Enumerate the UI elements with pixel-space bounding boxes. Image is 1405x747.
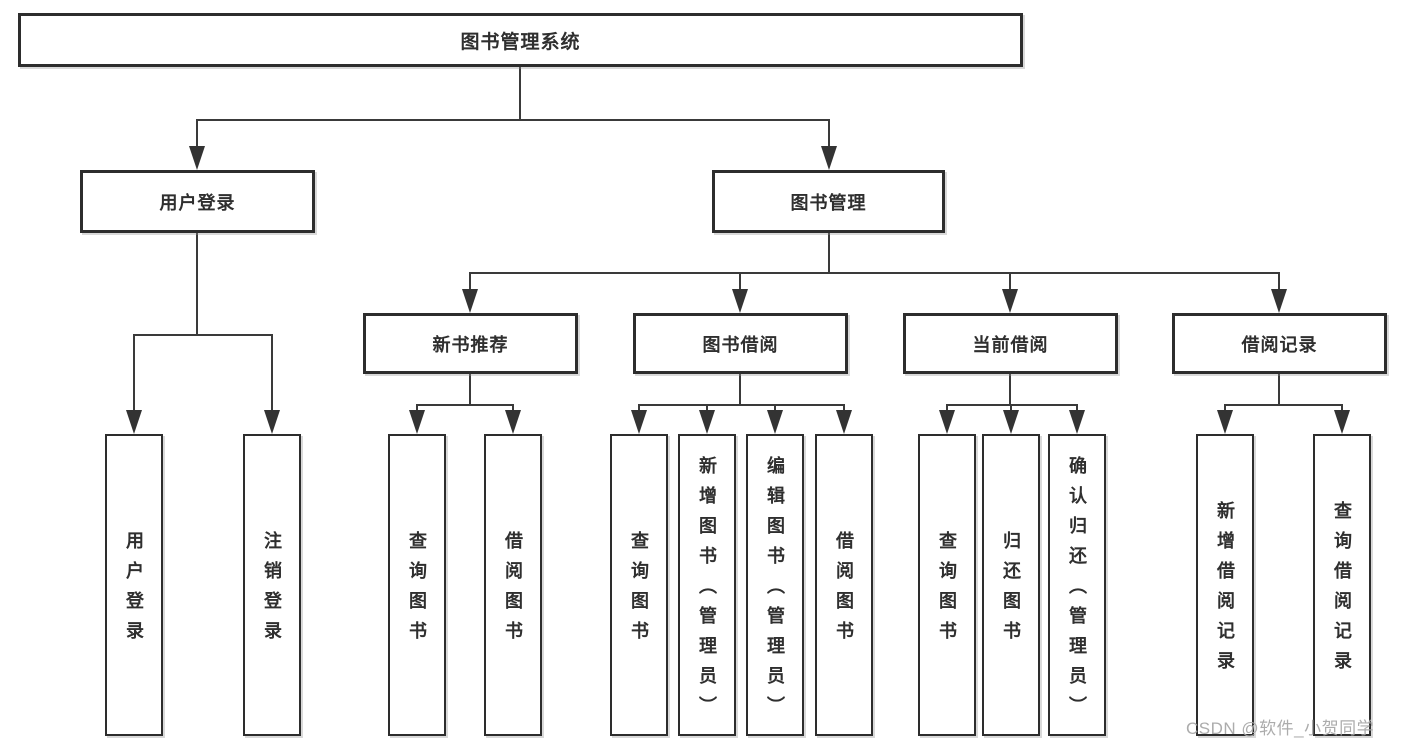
- leaf-bb-edit-books-admin: 编辑图书（管理员）: [746, 434, 804, 736]
- leaf-user-login-label: 用户登录: [124, 531, 144, 651]
- arrowhead-cb-query: [939, 410, 955, 434]
- arrowhead-user-login: [189, 146, 205, 170]
- leaf-br-query-record: 查询借阅记录: [1313, 434, 1371, 736]
- arrowhead-new-book: [462, 289, 478, 313]
- connector-drop-leaf-login: [133, 334, 135, 412]
- connector-level1-bus: [196, 119, 830, 121]
- node-current-borrow: 当前借阅: [903, 313, 1118, 374]
- arrowhead-cb-confirm: [1069, 410, 1085, 434]
- connector-new-book-stem: [469, 374, 471, 406]
- leaf-cb-query-books: 查询图书: [918, 434, 976, 736]
- node-borrow-records: 借阅记录: [1172, 313, 1387, 374]
- leaf-nb-borrow-books-label: 借阅图书: [503, 531, 523, 651]
- leaf-nb-query-books-label: 查询图书: [407, 531, 427, 651]
- connector-root-stem: [519, 67, 521, 120]
- arrowhead-current-borrow: [1002, 289, 1018, 313]
- arrowhead-book-borrow: [732, 289, 748, 313]
- leaf-bb-query-books: 查询图书: [610, 434, 668, 736]
- arrowhead-bb-add: [699, 410, 715, 434]
- node-user-login-label: 用户登录: [159, 192, 236, 213]
- arrowhead-leaf-login: [126, 410, 142, 434]
- connector-borrow-records-bus: [1224, 404, 1342, 406]
- leaf-bb-add-books-admin-label: 新增图书（管理员）: [697, 456, 717, 726]
- connector-user-login-stem: [196, 233, 198, 336]
- leaf-nb-query-books: 查询图书: [388, 434, 446, 736]
- node-book-borrow: 图书借阅: [633, 313, 848, 374]
- arrowhead-bb-query: [631, 410, 647, 434]
- connector-current-borrow-stem: [1009, 374, 1011, 406]
- node-current-borrow-label: 当前借阅: [972, 334, 1049, 355]
- connector-book-borrow-stem: [739, 374, 741, 406]
- connector-user-login-bus: [133, 334, 273, 336]
- node-root-system: 图书管理系统: [18, 13, 1023, 67]
- csdn-watermark: CSDN @软件_小贺同学: [1186, 719, 1375, 738]
- leaf-br-add-record: 新增借阅记录: [1196, 434, 1254, 736]
- leaf-br-add-record-label: 新增借阅记录: [1215, 501, 1235, 681]
- connector-drop-book-borrow: [739, 272, 741, 292]
- node-new-book-recommend-label: 新书推荐: [432, 334, 509, 355]
- arrowhead-cb-return: [1003, 410, 1019, 434]
- arrowhead-borrow-records: [1271, 289, 1287, 313]
- connector-drop-borrow-records: [1278, 272, 1280, 292]
- leaf-cb-return-books-label: 归还图书: [1001, 531, 1021, 651]
- connector-drop-leaf-logout: [271, 334, 273, 412]
- leaf-cb-confirm-return-admin: 确认归还（管理员）: [1048, 434, 1106, 736]
- leaf-cb-query-books-label: 查询图书: [937, 531, 957, 651]
- connector-drop-user-login: [196, 119, 198, 149]
- node-book-borrow-label: 图书借阅: [702, 334, 779, 355]
- connector-drop-current-borrow: [1009, 272, 1011, 292]
- leaf-bb-edit-books-admin-label: 编辑图书（管理员）: [765, 456, 785, 726]
- node-borrow-records-label: 借阅记录: [1241, 334, 1318, 355]
- leaf-bb-borrow-books-label: 借阅图书: [834, 531, 854, 651]
- leaf-bb-borrow-books: 借阅图书: [815, 434, 873, 736]
- node-book-management-label: 图书管理: [790, 192, 867, 213]
- leaf-bb-add-books-admin: 新增图书（管理员）: [678, 434, 736, 736]
- connector-drop-book-management: [828, 119, 830, 149]
- node-user-login: 用户登录: [80, 170, 315, 233]
- connector-book-management-stem: [828, 233, 830, 274]
- leaf-bb-query-books-label: 查询图书: [629, 531, 649, 651]
- connector-borrow-records-stem: [1278, 374, 1280, 406]
- leaf-br-query-record-label: 查询借阅记录: [1332, 501, 1352, 681]
- node-new-book-recommend: 新书推荐: [363, 313, 578, 374]
- leaf-user-login: 用户登录: [105, 434, 163, 736]
- arrowhead-br-add: [1217, 410, 1233, 434]
- arrowhead-nb-query: [409, 410, 425, 434]
- arrowhead-bb-borrow: [836, 410, 852, 434]
- leaf-cb-return-books: 归还图书: [982, 434, 1040, 736]
- arrowhead-nb-borrow: [505, 410, 521, 434]
- leaf-logout-label: 注销登录: [262, 531, 282, 651]
- connector-new-book-bus: [416, 404, 514, 406]
- leaf-nb-borrow-books: 借阅图书: [484, 434, 542, 736]
- node-root-label: 图书管理系统: [460, 31, 581, 53]
- leaf-logout: 注销登录: [243, 434, 301, 736]
- arrowhead-leaf-logout: [264, 410, 280, 434]
- connector-level2-bus: [469, 272, 1280, 274]
- arrowhead-bb-edit: [767, 410, 783, 434]
- arrowhead-br-query: [1334, 410, 1350, 434]
- connector-drop-new-book: [469, 272, 471, 292]
- leaf-cb-confirm-return-admin-label: 确认归还（管理员）: [1067, 456, 1087, 726]
- connector-book-borrow-bus: [638, 404, 844, 406]
- arrowhead-book-management: [821, 146, 837, 170]
- node-book-management: 图书管理: [712, 170, 945, 233]
